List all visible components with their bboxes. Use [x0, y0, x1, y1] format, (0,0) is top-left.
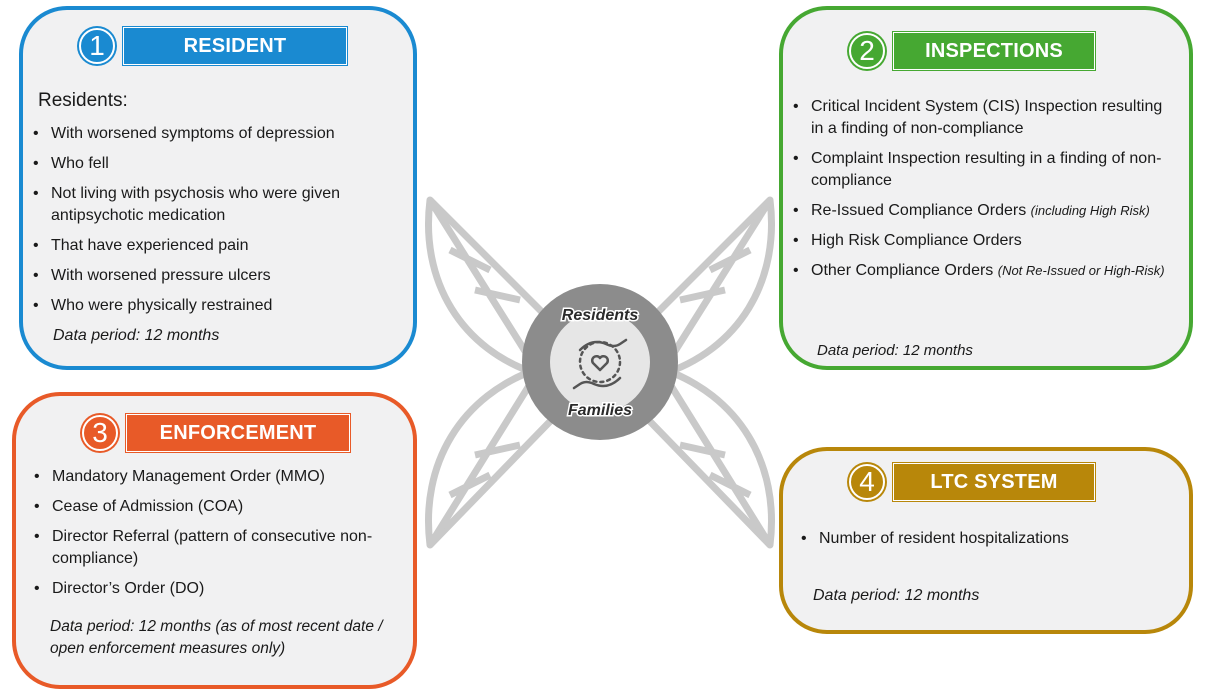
inspections-list: Critical Incident System (CIS) Inspectio… — [789, 96, 1179, 290]
resident-list: With worsened symptoms of depression Who… — [29, 123, 409, 325]
list-item: Who fell — [29, 153, 409, 175]
ltc-list: Number of resident hospitalizations — [797, 528, 1177, 558]
number-3-badge: 3 — [82, 415, 118, 451]
list-item: Number of resident hospitalizations — [797, 528, 1177, 550]
list-item: High Risk Compliance Orders — [789, 230, 1179, 252]
list-item: Re-Issued Compliance Orders (including H… — [789, 200, 1179, 222]
list-item: With worsened symptoms of depression — [29, 123, 409, 145]
number-4-badge: 4 — [849, 464, 885, 500]
list-item: Critical Incident System (CIS) Inspectio… — [789, 96, 1179, 140]
list-item: Who were physically restrained — [29, 295, 409, 317]
inspections-data-period: Data period: 12 months — [817, 342, 973, 359]
ltc-data-period: Data period: 12 months — [813, 587, 980, 604]
enforcement-title: ENFORCEMENT — [126, 414, 350, 452]
center-bottom-label: Families — [568, 402, 632, 419]
list-item: Complaint Inspection resulting in a find… — [789, 148, 1179, 192]
ltc-header: 4 LTC SYSTEM — [849, 463, 1095, 501]
enforcement-data-period: Data period: 12 months (as of most recen… — [50, 618, 383, 657]
enforcement-header: 3 ENFORCEMENT — [82, 414, 350, 452]
inspections-title: INSPECTIONS — [893, 32, 1095, 70]
center-leaves-graphic: Residents Families — [425, 196, 775, 549]
enforcement-list: Mandatory Management Order (MMO) Cease o… — [30, 466, 400, 608]
caring-hands-heart-icon — [572, 338, 628, 390]
number-2-badge: 2 — [849, 33, 885, 69]
resident-data-period: Data period: 12 months — [53, 327, 220, 344]
enforcement-panel: 3 ENFORCEMENT Mandatory Management Order… — [12, 392, 417, 689]
resident-header: 1 RESIDENT — [79, 27, 347, 65]
list-item: Not living with psychosis who were given… — [29, 183, 409, 227]
list-item: Mandatory Management Order (MMO) — [30, 466, 400, 488]
list-item: Director Referral (pattern of consecutiv… — [30, 526, 400, 570]
number-1-badge: 1 — [79, 28, 115, 64]
list-item: With worsened pressure ulcers — [29, 265, 409, 287]
list-item: That have experienced pain — [29, 235, 409, 257]
list-item: Cease of Admission (COA) — [30, 496, 400, 518]
resident-intro: Residents: — [38, 90, 128, 111]
resident-panel: 1 RESIDENT Residents: With worsened symp… — [19, 6, 417, 370]
center-top-label: Residents — [562, 307, 639, 324]
resident-title: RESIDENT — [123, 27, 347, 65]
inspections-header: 2 INSPECTIONS — [849, 32, 1095, 70]
ltc-title: LTC SYSTEM — [893, 463, 1095, 501]
ltc-system-panel: 4 LTC SYSTEM Number of resident hospital… — [779, 447, 1193, 634]
list-item: Other Compliance Orders (Not Re-Issued o… — [789, 260, 1179, 282]
inspections-panel: 2 INSPECTIONS Critical Incident System (… — [779, 6, 1193, 370]
list-item: Director’s Order (DO) — [30, 578, 400, 600]
